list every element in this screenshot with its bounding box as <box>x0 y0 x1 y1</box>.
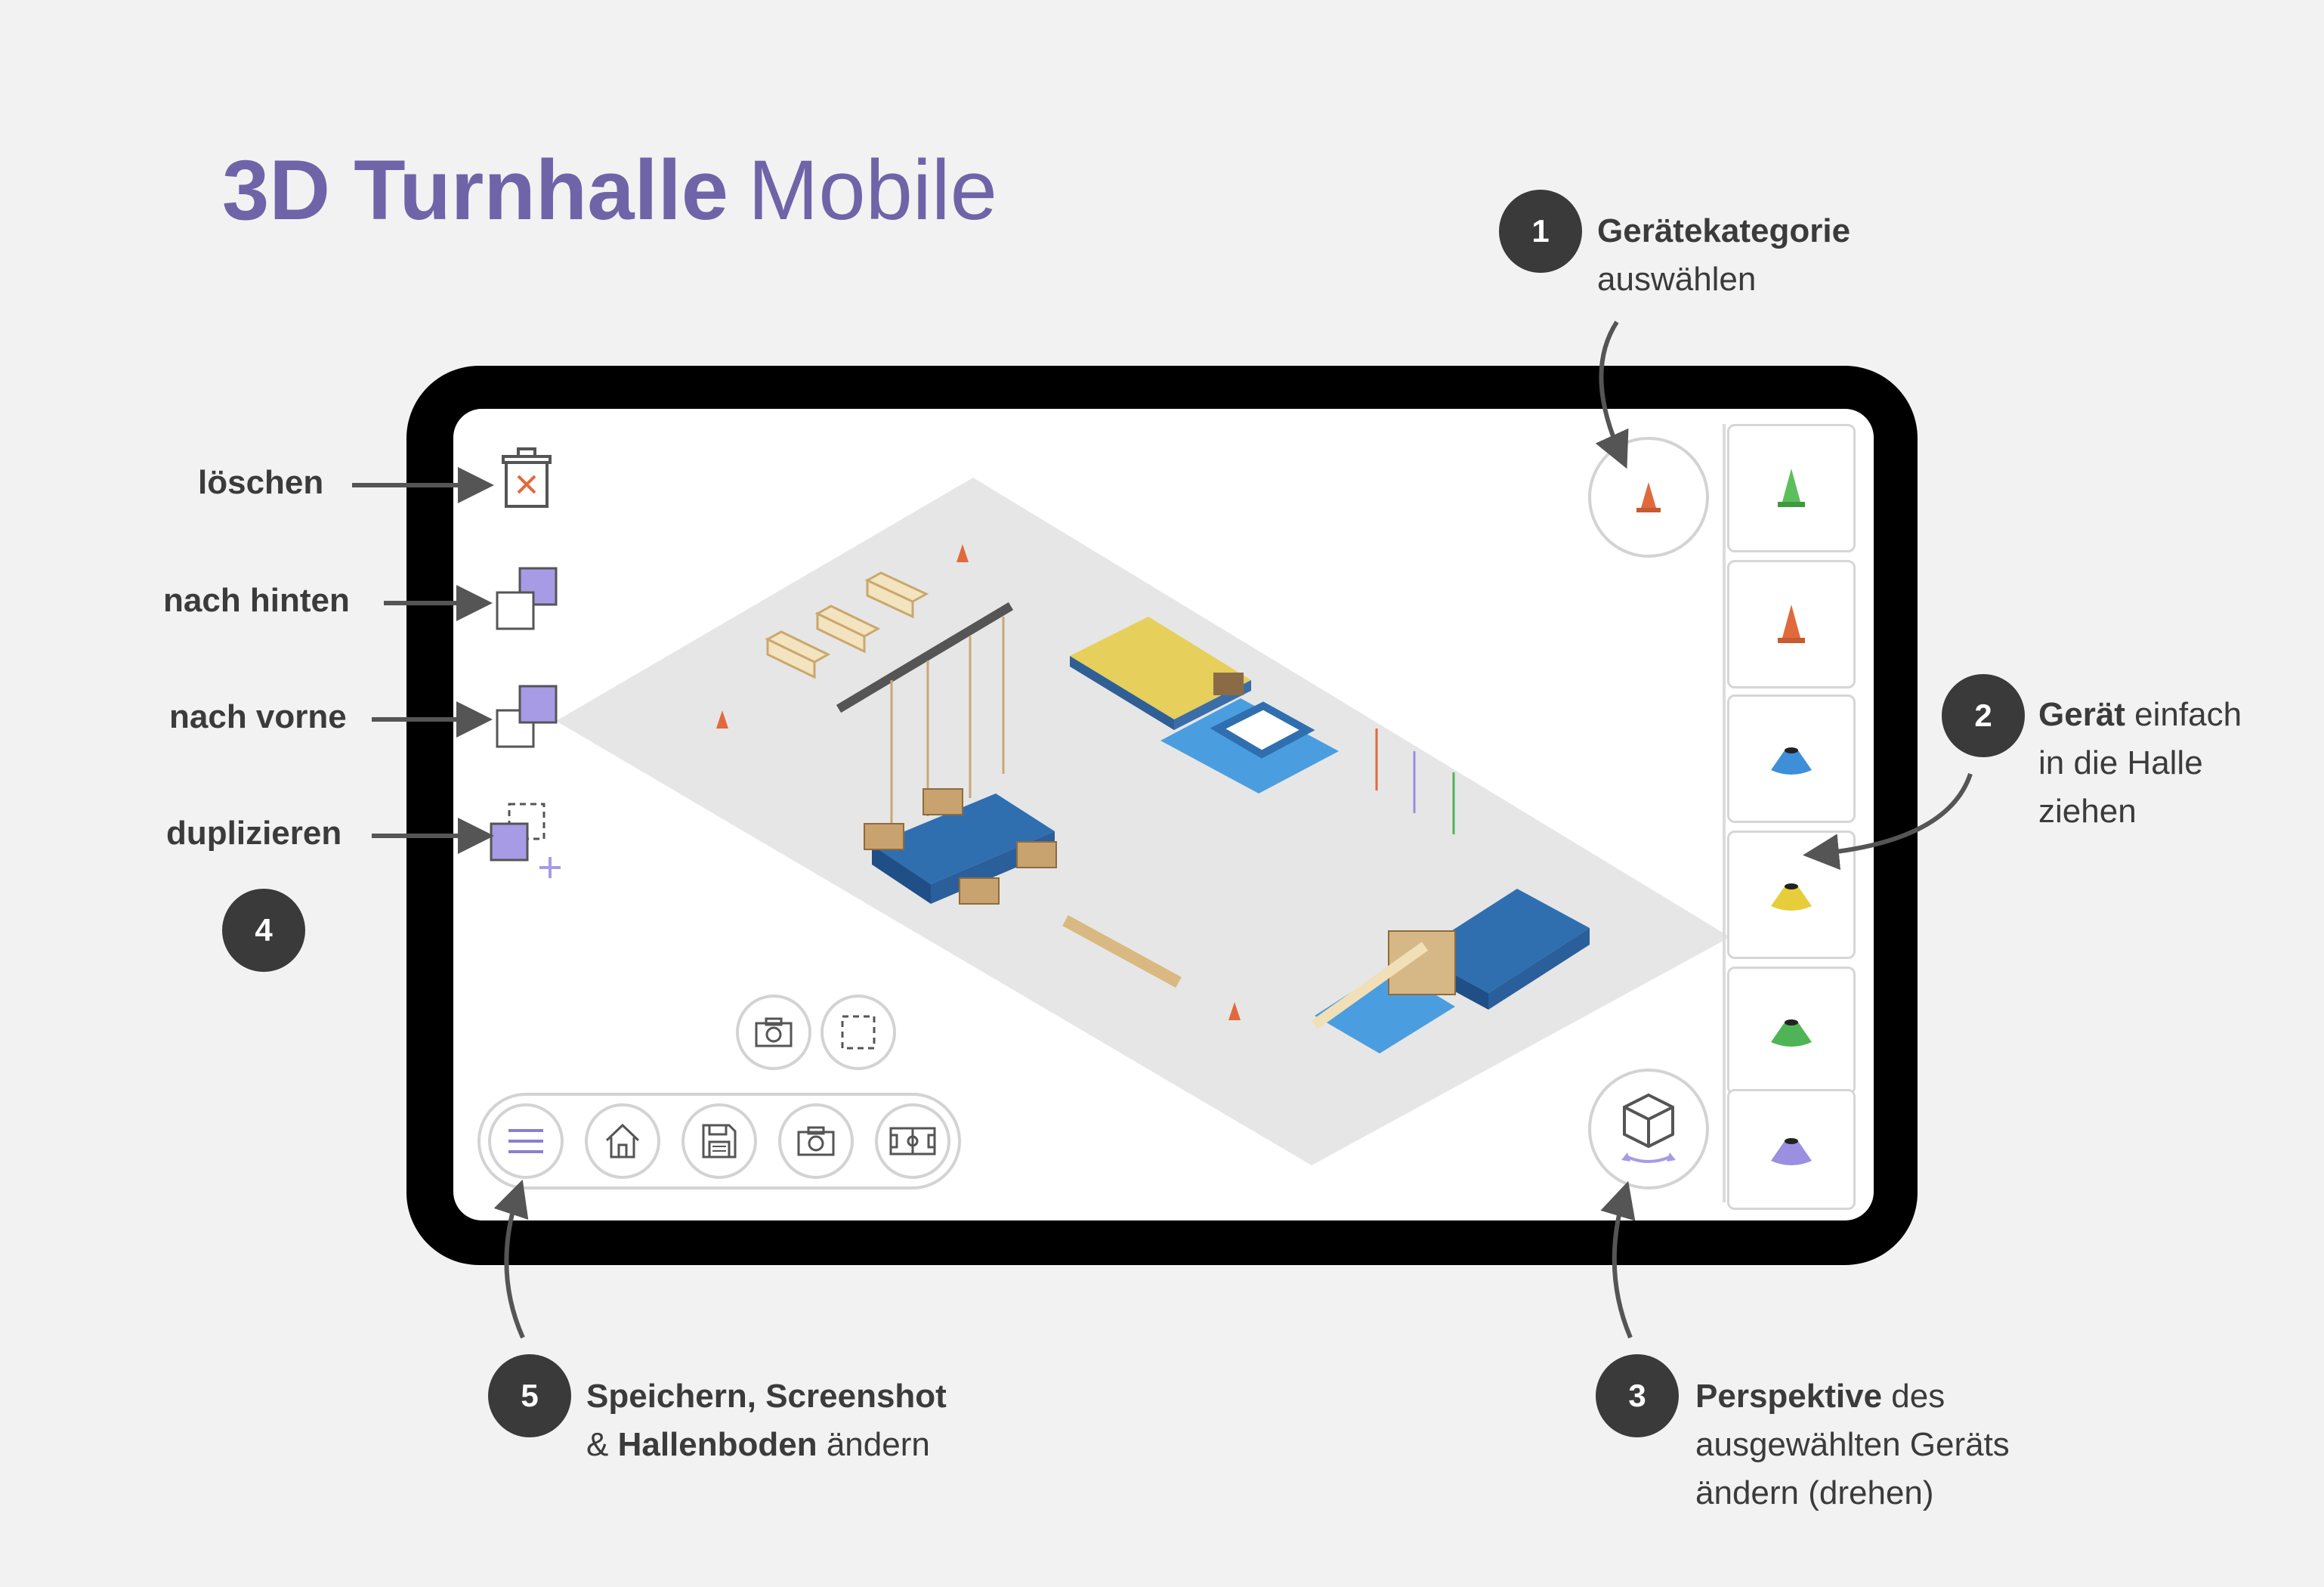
annotation-3-rest: des <box>1882 1378 1945 1415</box>
annotation-5-amp: & <box>586 1426 618 1463</box>
screenshot-view-button[interactable] <box>736 995 811 1070</box>
send-back-button[interactable] <box>493 565 561 632</box>
category-selector-button[interactable] <box>1588 437 1709 558</box>
annotation-badge-1: 1 <box>1499 190 1582 273</box>
badge-number: 1 <box>1531 213 1550 249</box>
duplicate-label: duplizieren <box>166 815 342 852</box>
annotation-5-text: Speichern, Screenshot & Hallenboden ände… <box>586 1372 947 1469</box>
annotation-3-line2: ausgewählten Geräts <box>1695 1426 2010 1463</box>
annotation-5-rest: ändern <box>817 1426 930 1463</box>
camera-icon <box>755 1017 793 1047</box>
marker-disc-icon <box>1771 747 1812 775</box>
cone-icon <box>1778 605 1805 643</box>
annotation-1-text: Gerätekategorie auswählen <box>1597 207 1850 304</box>
selection-icon <box>841 1015 876 1050</box>
annotation-badge-4: 4 <box>222 889 305 972</box>
title-bold: 3D Turnhalle <box>222 143 729 237</box>
delete-label: löschen <box>198 464 324 501</box>
annotation-3-line3: ändern (drehen) <box>1695 1474 1934 1511</box>
wood-blocks <box>864 788 1057 905</box>
home-button[interactable] <box>585 1103 660 1179</box>
annotation-2-bold: Gerät <box>2038 696 2125 733</box>
title-light: Mobile <box>748 143 997 237</box>
equipment-tile[interactable] <box>1727 1089 1856 1210</box>
badge-number: 5 <box>521 1378 539 1413</box>
annotation-5-bold2: Hallenboden <box>617 1426 817 1463</box>
marker-disc-icon <box>1771 1138 1812 1165</box>
bring-forward-icon <box>496 685 558 748</box>
marker-disc-icon <box>1771 1019 1812 1047</box>
camera-icon <box>797 1126 835 1156</box>
bring-front-label: nach vorne <box>169 698 347 735</box>
duplicate-icon <box>490 803 561 878</box>
screenshot-button[interactable] <box>778 1103 854 1179</box>
badge-number: 3 <box>1628 1378 1646 1413</box>
panel-divider <box>1723 424 1726 1202</box>
balance-beam <box>1062 914 1182 988</box>
select-area-button[interactable] <box>821 995 896 1070</box>
badge-number: 4 <box>255 912 273 948</box>
equipment-tile[interactable] <box>1727 424 1856 552</box>
annotation-badge-3: 3 <box>1596 1354 1679 1437</box>
gym-floor <box>556 478 1730 1165</box>
annotation-1-bold: Gerätekategorie <box>1597 212 1851 249</box>
floppy-disk-icon <box>702 1124 737 1159</box>
minitrampoline <box>1160 673 1339 794</box>
floor-change-button[interactable] <box>875 1103 950 1179</box>
equipment-tile[interactable] <box>1727 560 1856 688</box>
annotation-2-line2: in die Halle <box>2038 744 2203 781</box>
rotate-perspective-button[interactable] <box>1588 1069 1709 1189</box>
cone-icon <box>1778 469 1805 507</box>
delete-button[interactable] <box>496 444 558 509</box>
equipment-tile[interactable] <box>1727 695 1856 823</box>
annotation-3-text: Perspektive des ausgewählten Geräts ände… <box>1695 1372 2010 1517</box>
save-button[interactable] <box>681 1103 757 1179</box>
annotation-2-text: Gerät einfach in die Halle ziehen <box>2038 691 2242 836</box>
trash-icon <box>502 447 552 508</box>
annotation-badge-2: 2 <box>1942 674 2025 757</box>
annotation-2-rest: einfach <box>2125 696 2242 733</box>
annotation-3-bold: Perspektive <box>1695 1378 1883 1415</box>
rotate-cube-icon <box>1621 1093 1676 1163</box>
annotation-badge-5: 5 <box>488 1354 571 1437</box>
send-back-label: nach hinten <box>163 582 350 619</box>
vault-box-frames <box>765 571 929 679</box>
gym-floor-scene[interactable] <box>453 409 1874 1220</box>
court-icon <box>889 1127 936 1155</box>
home-icon <box>605 1123 640 1159</box>
duplicate-button[interactable] <box>488 798 567 883</box>
cones <box>716 544 1241 1020</box>
menu-icon <box>508 1129 543 1153</box>
menu-button[interactable] <box>488 1103 564 1179</box>
marker-disc-icon <box>1771 883 1812 911</box>
equipment-tile[interactable] <box>1727 967 1856 1095</box>
annotation-1-rest: auswählen <box>1597 261 1757 298</box>
badge-number: 2 <box>1974 698 1992 733</box>
send-backward-icon <box>496 567 558 630</box>
bring-front-button[interactable] <box>493 683 561 750</box>
slalom-poles <box>1375 729 1455 834</box>
annotation-5-bold1: Speichern, Screenshot <box>586 1378 947 1415</box>
equipment-panel <box>1721 424 1860 1210</box>
equipment-tile[interactable] <box>1727 831 1856 959</box>
blue-mat-2 <box>1311 889 1590 1053</box>
annotation-2-line3: ziehen <box>2038 793 2137 830</box>
cone-icon <box>1636 482 1661 512</box>
